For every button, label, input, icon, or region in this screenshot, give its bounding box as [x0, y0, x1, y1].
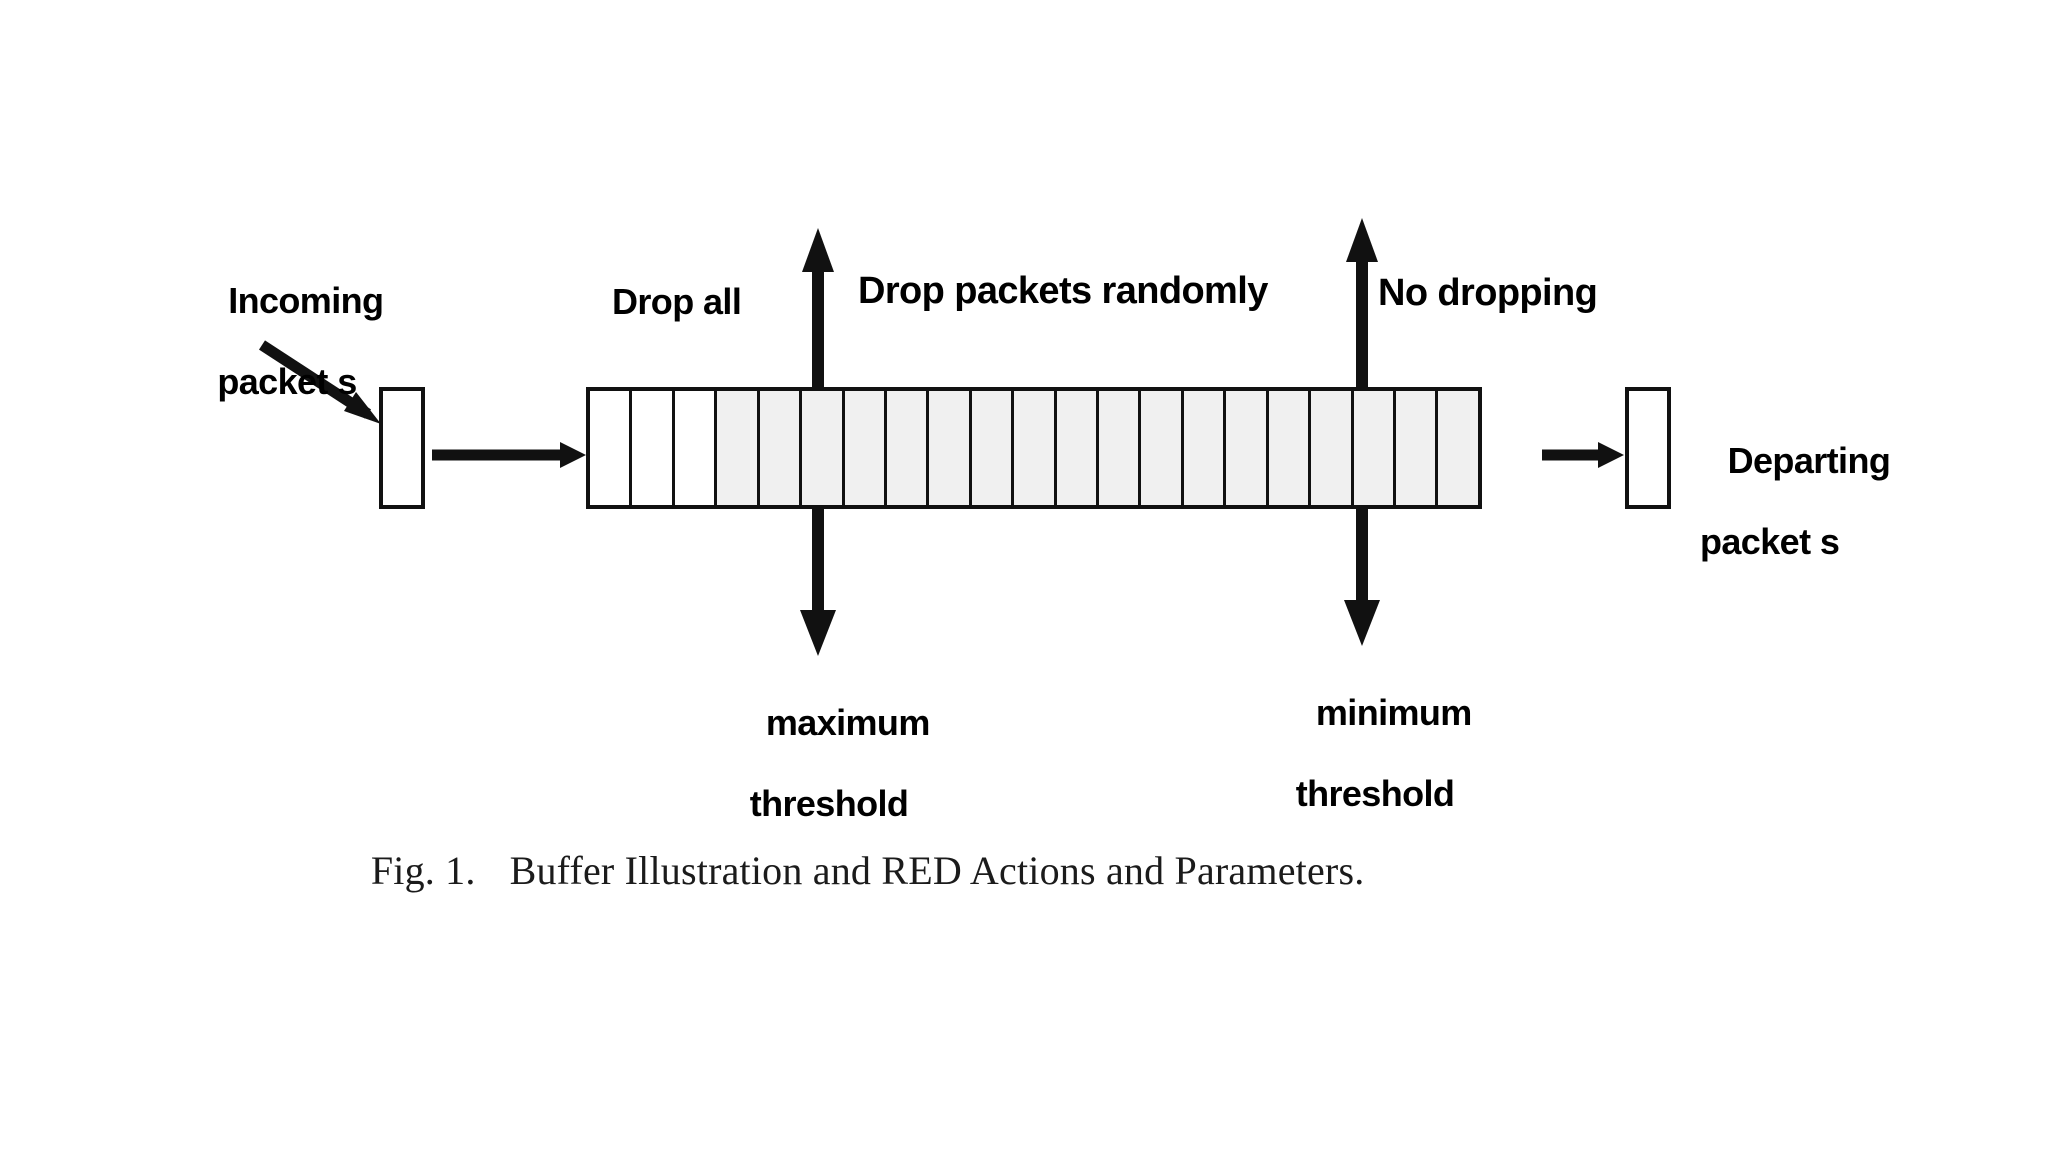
buffer-cell — [844, 391, 887, 505]
minimum-threshold-label: minimum threshold — [1270, 652, 1480, 896]
maximum-threshold-label-line2: threshold — [749, 783, 909, 825]
buffer-cell — [759, 391, 803, 505]
buffer-cell — [1141, 391, 1184, 505]
maximum-threshold-label-line1: maximum — [765, 701, 930, 743]
buffer-cell — [1014, 391, 1057, 505]
buffer-cell — [1183, 391, 1227, 505]
exit-arrow-icon — [1542, 442, 1624, 468]
buffer-cell — [674, 391, 718, 505]
departing-packets-label: Departing packet s — [1690, 400, 1950, 644]
figure-caption-number: Fig. 1. — [370, 848, 476, 893]
maximum-threshold-label: maximum threshold — [724, 662, 934, 906]
departing-packets-label-line1: Departing — [1727, 439, 1891, 481]
departing-packet-box — [1625, 387, 1671, 509]
buffer-cell — [1226, 391, 1269, 505]
flow-arrow-icon — [432, 442, 586, 468]
minimum-threshold-label-line2: threshold — [1295, 773, 1455, 815]
buffer-cell — [1099, 391, 1142, 505]
buffer-queue — [586, 387, 1482, 509]
incoming-packet-box — [379, 387, 425, 509]
buffer-cell — [971, 391, 1015, 505]
buffer-cell — [886, 391, 930, 505]
buffer-cell — [929, 391, 972, 505]
incoming-packets-label: Incoming packet s — [182, 240, 392, 484]
buffer-cell — [802, 391, 845, 505]
buffer-cell — [1438, 391, 1478, 505]
zone-label-drop-all: Drop all — [612, 281, 742, 322]
figure-caption: Fig. 1. Buffer Illustration and RED Actio… — [330, 800, 1364, 941]
minimum-threshold-label-line1: minimum — [1315, 691, 1472, 733]
zone-label-drop-packets-randomly: Drop packets randomly — [858, 270, 1268, 312]
buffer-cell — [717, 391, 760, 505]
buffer-cell — [1396, 391, 1439, 505]
departing-packets-label-line2: packet s — [1700, 521, 1840, 563]
buffer-cell — [1353, 391, 1397, 505]
buffer-cell — [1056, 391, 1100, 505]
figure-caption-text: Buffer Illustration and RED Actions and … — [509, 848, 1365, 893]
buffer-cell — [1311, 391, 1354, 505]
buffer-cell — [632, 391, 675, 505]
incoming-packets-label-line1: Incoming — [228, 279, 384, 321]
buffer-cell — [1268, 391, 1312, 505]
buffer-cell — [590, 391, 633, 505]
zone-label-no-dropping: No dropping — [1378, 272, 1598, 314]
incoming-packets-label-line2: packet s — [217, 361, 357, 403]
